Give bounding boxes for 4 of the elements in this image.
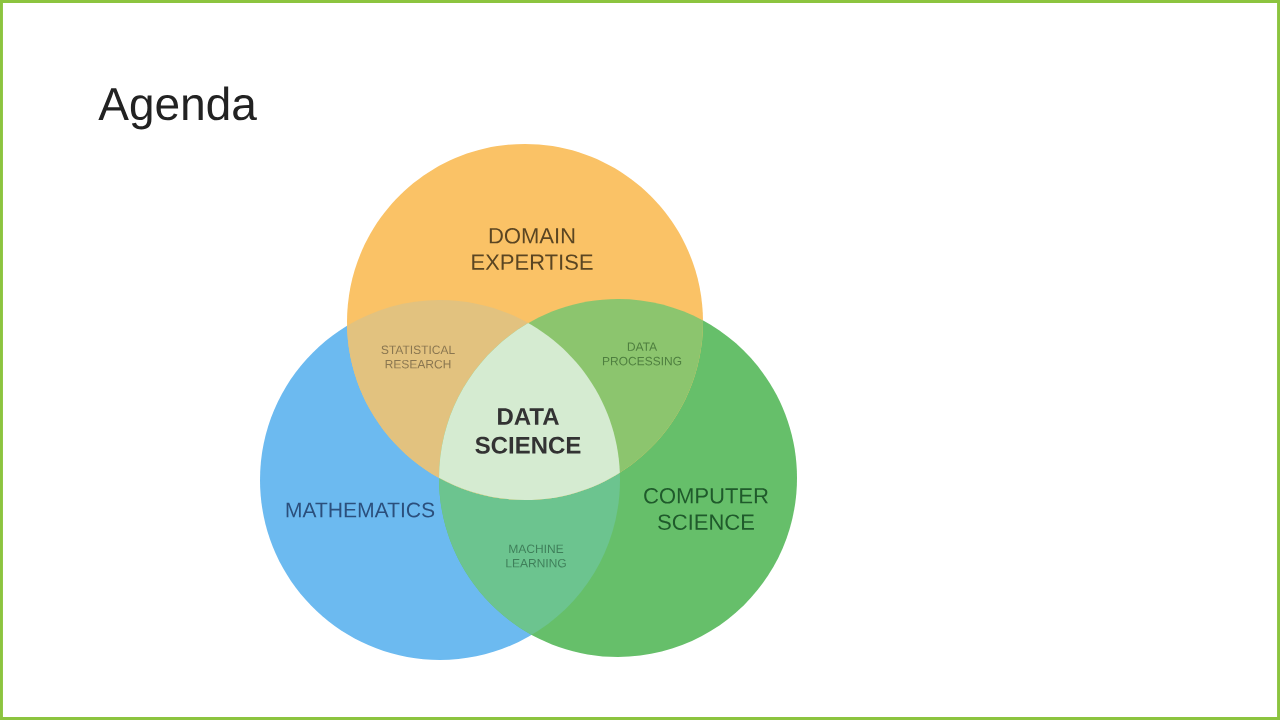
region-label: MACHINE LEARNING — [506, 544, 566, 568]
node-label: DOMAIN EXPERTISE — [472, 227, 593, 270]
center-label: DATA SCIENCE — [475, 408, 581, 454]
slide-title: Agenda — [98, 86, 257, 130]
